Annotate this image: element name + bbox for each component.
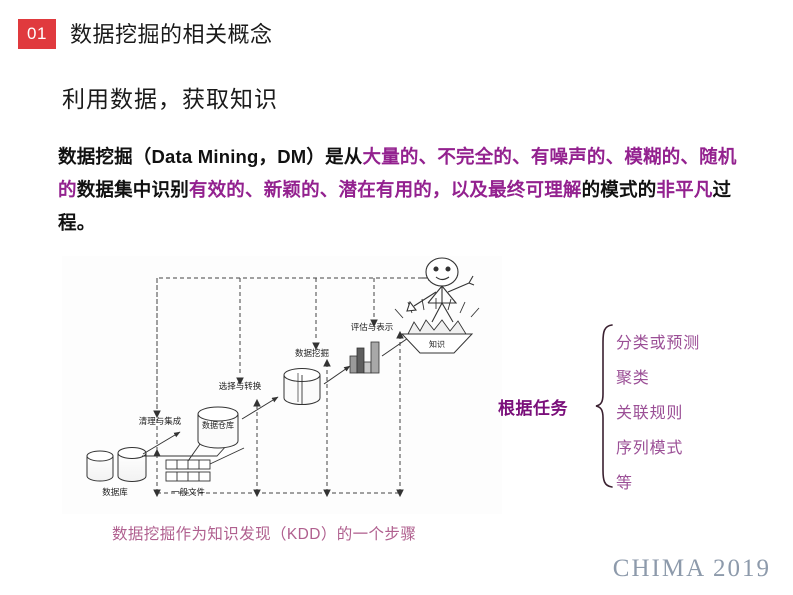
- db-cylinder-2: [117, 447, 147, 482]
- svg-text:选择与转换: 选择与转换: [219, 381, 262, 391]
- definition-segment-4: 的模式的: [581, 179, 657, 200]
- brand-footer: CHIMA 2019: [612, 555, 771, 582]
- svg-text:评估与表示: 评估与表示: [351, 322, 394, 332]
- svg-text:清理与集成: 清理与集成: [139, 416, 182, 426]
- task-types-group: 根据任务 分类或预测 聚类 关联规则 序列模式 等: [498, 322, 738, 502]
- svg-text:知识: 知识: [429, 339, 445, 349]
- list-item: 序列模式: [616, 440, 684, 457]
- definition-segment-3: 有效的、新颖的、潜在有用的，以及最终可理解: [188, 179, 582, 200]
- curly-brace-icon: [594, 322, 616, 495]
- definition-segment-6: 过程。: [58, 179, 732, 233]
- list-item: 分类或预测: [616, 335, 701, 352]
- definition-segment-1: 大量的、不完全的、有噪声的、模糊的、随机的: [58, 146, 737, 200]
- definition-segment-5: 非平凡: [656, 179, 713, 200]
- section-number-badge: 01: [18, 19, 56, 49]
- figure-caption: 数据挖掘作为知识发现（KDD）的一个步骤: [112, 526, 417, 543]
- task-list: 分类或预测 聚类 关联规则 序列模式 等: [616, 326, 700, 501]
- list-item: 等: [616, 475, 633, 492]
- svg-text:一般文件: 一般文件: [171, 487, 206, 497]
- svg-text:数据库: 数据库: [102, 487, 128, 497]
- definition-paragraph: 数据挖掘（Data Mining，DM）是从大量的、不完全的、有噪声的、模糊的、…: [58, 140, 748, 239]
- task-group-label: 根据任务: [498, 399, 568, 418]
- svg-text:数据挖掘: 数据挖掘: [295, 348, 329, 358]
- db-cylinder-1: [86, 450, 114, 482]
- list-item: 聚类: [616, 370, 650, 387]
- definition-segment-0: 数据挖掘（Data Mining，DM）是从: [58, 146, 363, 167]
- svg-text:数据仓库: 数据仓库: [202, 420, 234, 430]
- list-item: 关联规则: [616, 405, 684, 422]
- slide-subtitle: 利用数据，获取知识: [62, 86, 278, 112]
- page-title: 数据挖掘的相关概念: [70, 22, 273, 47]
- definition-segment-2: 数据集中识别: [76, 179, 189, 200]
- kdd-process-diagram: 数据库 一般文件 清理与集成 数据仓库: [62, 256, 502, 514]
- slide-header: 01 数据挖掘的相关概念: [0, 0, 793, 62]
